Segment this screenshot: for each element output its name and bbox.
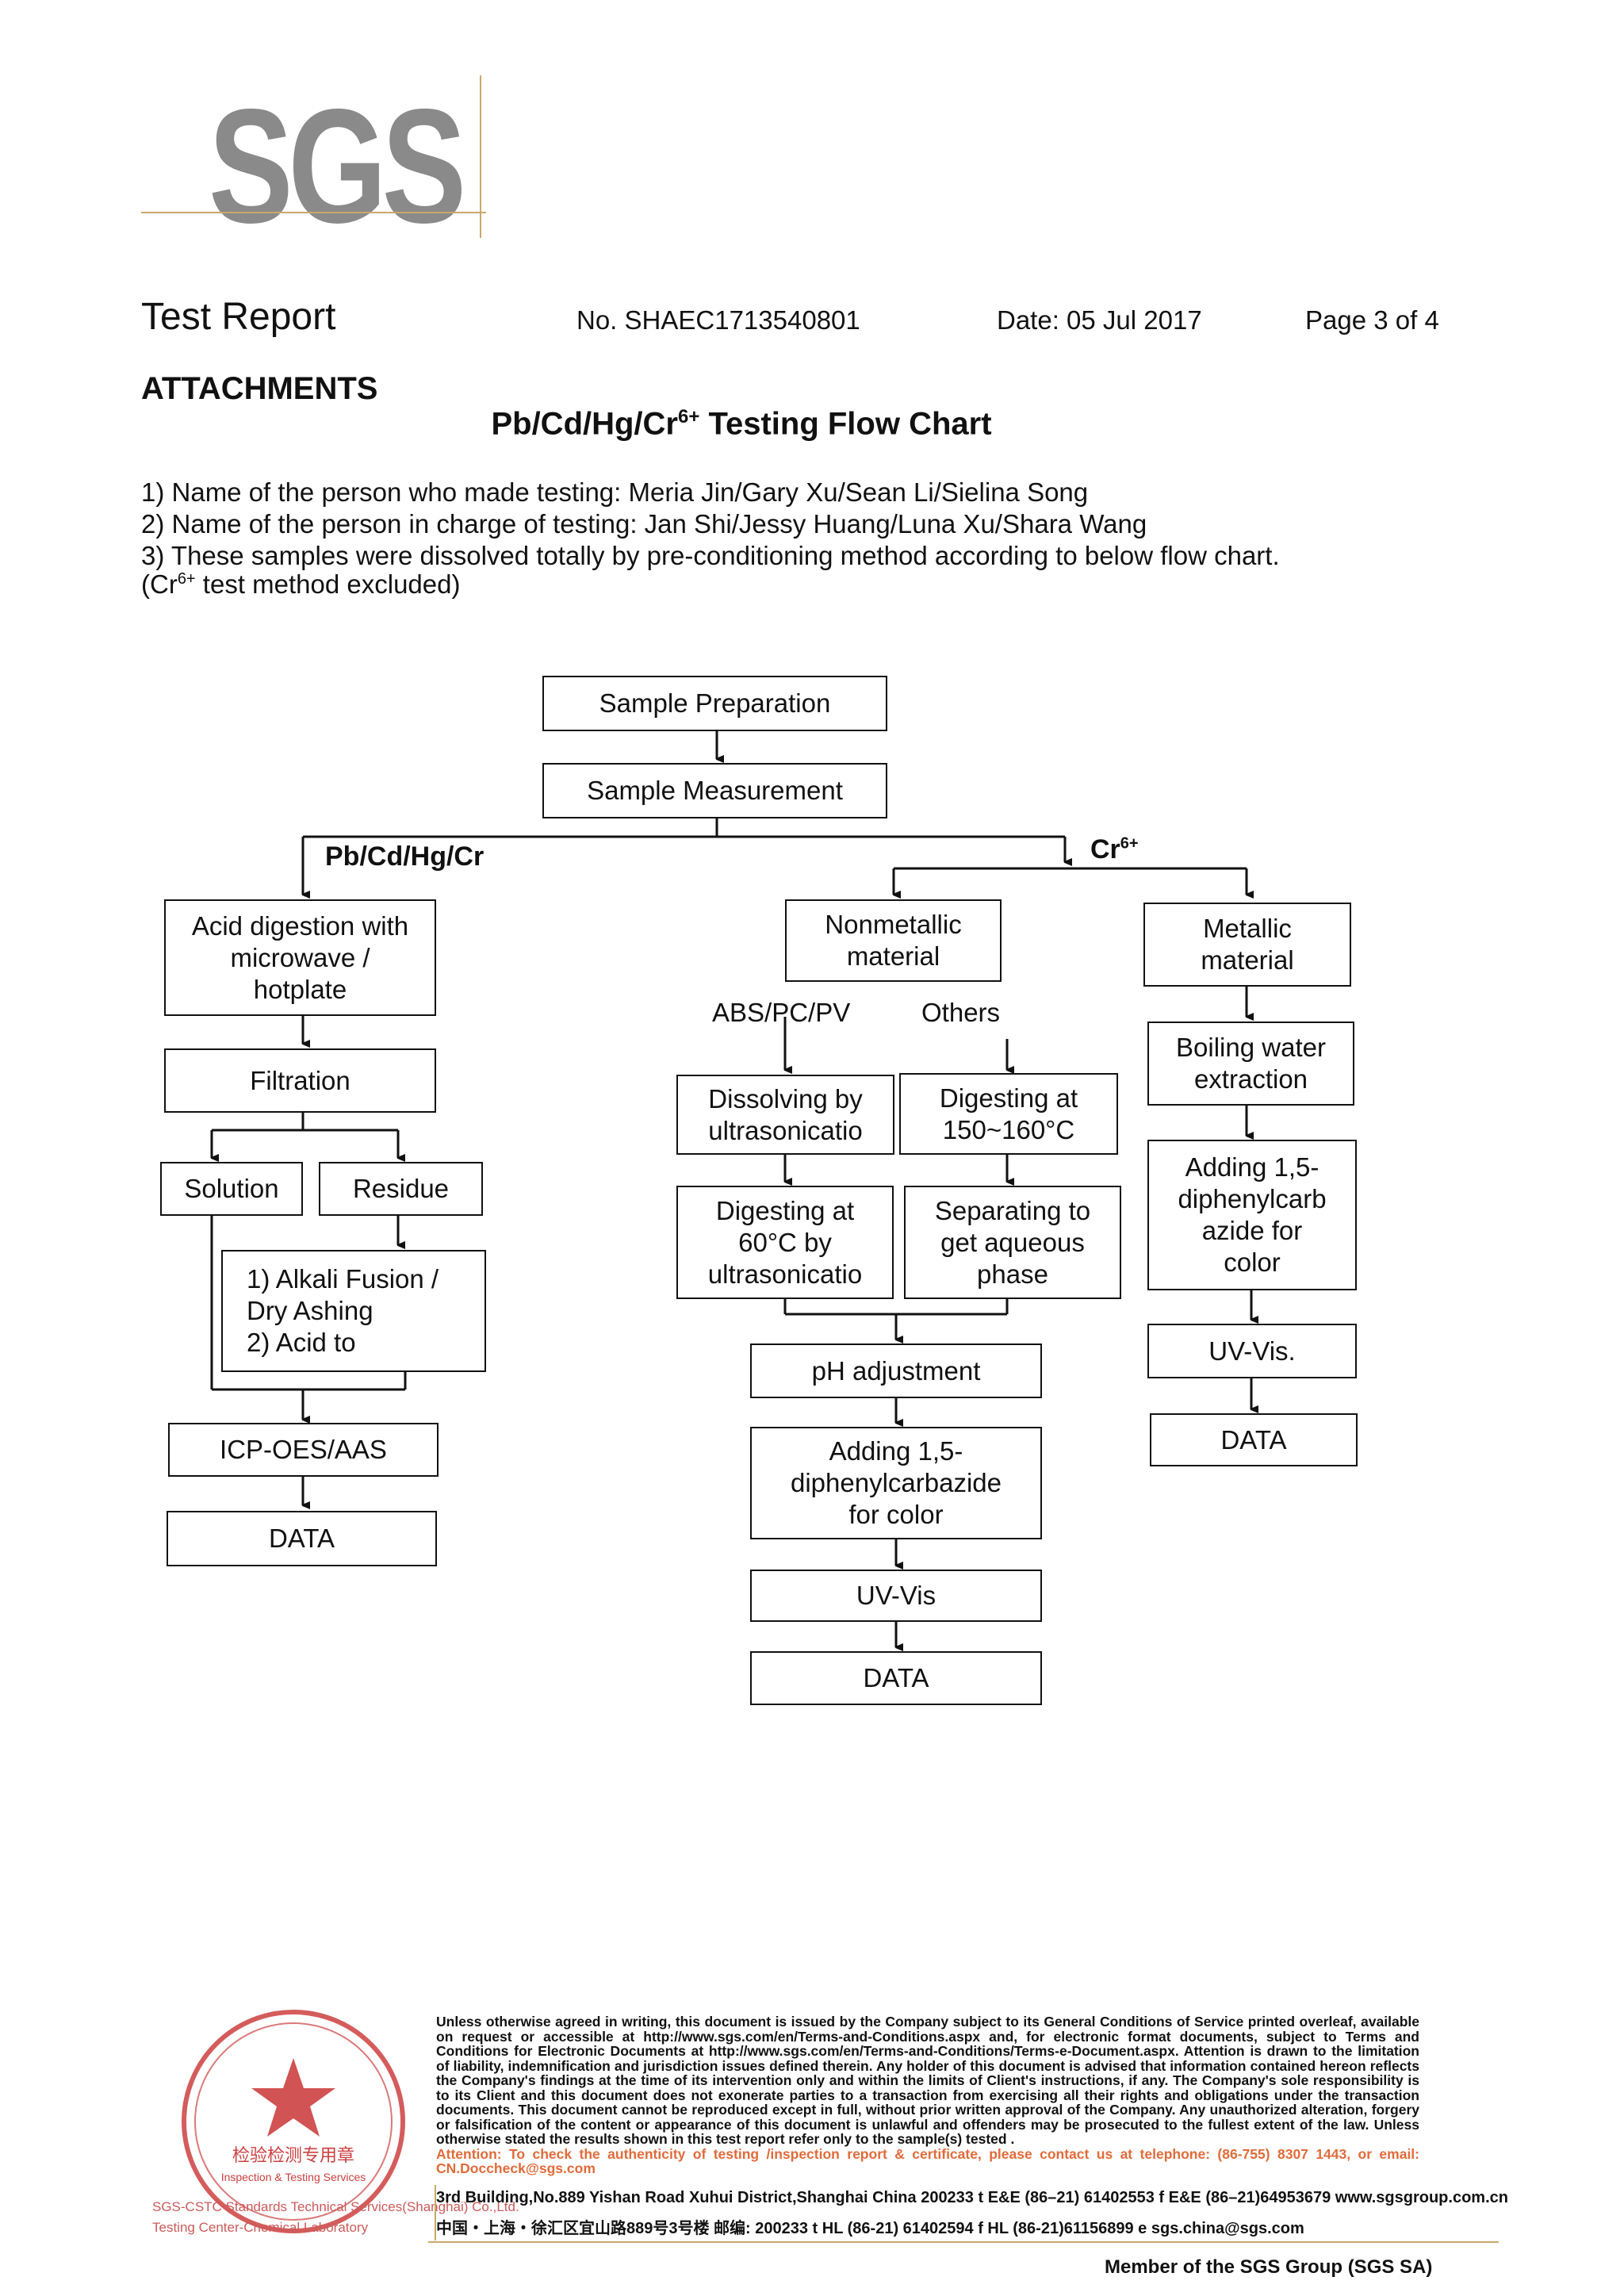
footer-rule xyxy=(428,2241,1499,2243)
ph-adjustment-box: pH adjustment xyxy=(750,1343,1042,1398)
note-4-post: test method excluded) xyxy=(195,569,461,599)
page-number: Page 3 of 4 xyxy=(1305,305,1439,335)
icp-oes-aas-box: ICP-OES/AAS xyxy=(168,1423,439,1477)
digesting-150-box: Digesting at 150~160°C xyxy=(899,1073,1118,1155)
sample-measurement-box: Sample Measurement xyxy=(542,763,887,818)
uv-vis-right-box: UV-Vis. xyxy=(1147,1324,1357,1378)
stamp-side-line-2: Testing Center-Chemical Laboratory xyxy=(152,2220,369,2235)
dissolving-ultrasonication-box: Dissolving by ultrasonicatio xyxy=(676,1075,894,1155)
uv-vis-middle-box: UV-Vis xyxy=(750,1570,1042,1622)
note-4: (Cr6+ test method excluded) xyxy=(141,569,460,600)
disclaimer-text: Unless otherwise agreed in writing, this… xyxy=(436,2014,1419,2147)
stamp-center-text: 检验检测专用章 xyxy=(232,2146,354,2166)
adding-diphenylcarbazide-box: Adding 1,5- diphenylcarbazide for color xyxy=(750,1427,1042,1539)
alkali-fusion-box: 1) Alkali Fusion / Dry Ashing 2) Acid to xyxy=(221,1250,486,1372)
report-number: No. SHAEC1713540801 xyxy=(576,305,860,335)
logo-rule-horizontal xyxy=(141,212,486,213)
acid-digestion-box: Acid digestion with microwave / hotplate xyxy=(164,899,436,1016)
logo-rule-vertical xyxy=(480,75,481,238)
digesting-60-box: Digesting at 60°C by ultrasonicatio xyxy=(676,1186,894,1299)
branch-cr: Cr xyxy=(1090,834,1120,864)
boiling-water-extraction-box: Boiling water extraction xyxy=(1147,1022,1354,1106)
note-3: 3) These samples were dissolved totally … xyxy=(141,541,1280,570)
stamp-side-line-1: SGS-CSTC Standards Technical Services(Sh… xyxy=(152,2199,519,2214)
stamp-english-text: Inspection & Testing Services xyxy=(221,2171,366,2183)
footer-disclaimer: Unless otherwise agreed in writing, this… xyxy=(436,2014,1419,2176)
footer-rule-vertical xyxy=(435,2185,436,2240)
data-left-box: DATA xyxy=(167,1511,437,1566)
logo-text: SGS xyxy=(209,75,466,257)
solution-box: Solution xyxy=(160,1162,303,1216)
sgs-logo: SGS xyxy=(141,75,490,247)
branch-label-cr6: Cr6+ xyxy=(1090,834,1139,865)
abs-pc-pv-label: ABS/PC/PV xyxy=(712,998,851,1027)
flow-title-main: Pb/Cd/Hg/Cr xyxy=(491,406,678,442)
residue-box: Residue xyxy=(319,1162,483,1216)
adding-diphenylcarbazide-right-box: Adding 1,5- diphenylcarb azide for color xyxy=(1147,1140,1357,1290)
branch-label-pb-cd-hg-cr: Pb/Cd/Hg/Cr xyxy=(325,841,485,872)
report-title: Test Report xyxy=(141,296,336,338)
nonmetallic-material-box: Nonmetallic material xyxy=(785,899,1002,982)
note-4-pre: (Cr xyxy=(141,569,178,599)
official-seal: 检验检测专用章 Inspection & Testing Services xyxy=(182,2010,405,2233)
footer-address-cn: 中国・上海・徐汇区宜山路889号3号楼 邮编: 200233 t HL (86-… xyxy=(436,2220,1304,2237)
alkali-fusion-text: 1) Alkali Fusion / Dry Ashing 2) Acid to xyxy=(247,1264,439,1357)
data-middle-box: DATA xyxy=(750,1651,1042,1705)
data-right-box: DATA xyxy=(1150,1413,1358,1466)
flow-title-sup: 6+ xyxy=(678,406,700,427)
report-date: Date: 05 Jul 2017 xyxy=(997,305,1202,335)
note-2: 2) Name of the person in charge of testi… xyxy=(141,509,1147,539)
others-label: Others xyxy=(921,998,1001,1027)
metallic-material-box: Metallic material xyxy=(1143,903,1351,987)
attention-text: Attention: To check the authenticity of … xyxy=(436,2145,1419,2176)
filtration-box: Filtration xyxy=(164,1048,436,1113)
note-4-sup: 6+ xyxy=(177,570,196,588)
footer-address-en: 3rd Building,No.889 Yishan Road Xuhui Di… xyxy=(436,2189,1508,2206)
attachments-heading: ATTACHMENTS xyxy=(141,371,378,406)
note-1: 1) Name of the person who made testing: … xyxy=(141,477,1089,507)
sample-preparation-box: Sample Preparation xyxy=(542,676,887,731)
stamp-side-text: SGS-CSTC Standards Technical Services(Sh… xyxy=(152,2197,519,2238)
separating-aqueous-box: Separating to get aqueous phase xyxy=(904,1186,1121,1299)
footer-member-text: Member of the SGS Group (SGS SA) xyxy=(1105,2256,1433,2278)
flow-chart-title: Pb/Cd/Hg/Cr6+ Testing Flow Chart xyxy=(0,406,1483,442)
flow-title-rest: Testing Flow Chart xyxy=(699,406,992,442)
branch-cr-sup: 6+ xyxy=(1120,834,1139,853)
